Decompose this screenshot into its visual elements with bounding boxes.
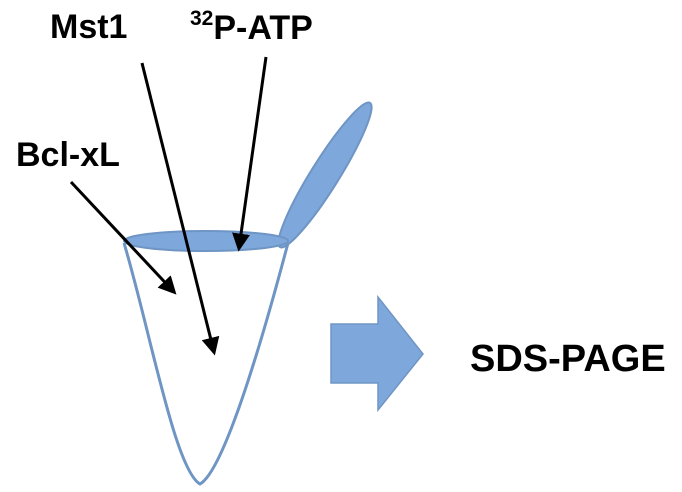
pointer-arrow-bcl (69, 180, 177, 295)
pointer-arrow-atp (232, 56, 268, 252)
label-sds-page: SDS-PAGE (470, 338, 666, 380)
tube-cap-lid (277, 101, 373, 249)
label-atp-superscript: 32 (190, 7, 214, 30)
pointer-arrow-mst1 (140, 62, 220, 356)
tube-rim (123, 230, 289, 252)
process-arrow (330, 294, 424, 413)
label-atp-text: P-ATP (213, 9, 313, 47)
label-bcl-xl: Bcl-xL (16, 136, 120, 174)
label-32p-atp: 32P-ATP (190, 8, 313, 47)
tube-body (122, 242, 290, 486)
label-mst1: Mst1 (50, 8, 128, 46)
